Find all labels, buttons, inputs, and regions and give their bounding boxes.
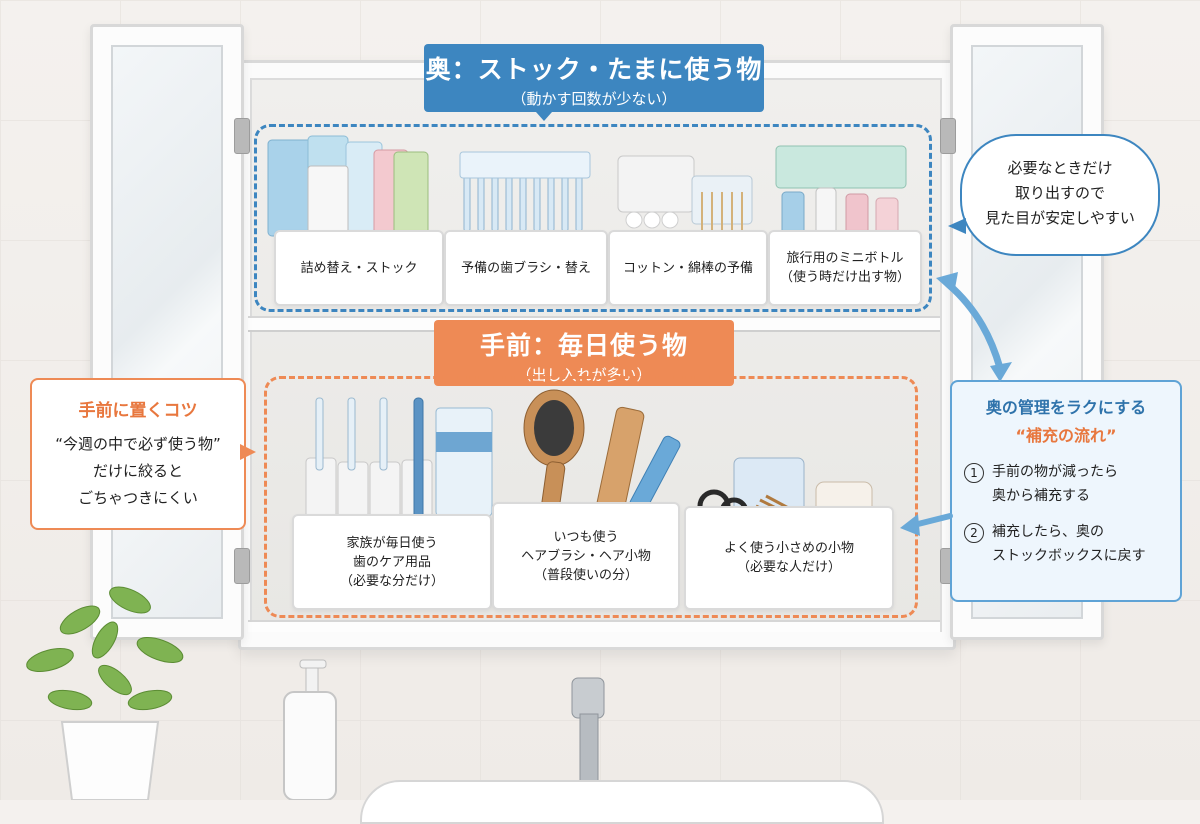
box-sublabel: （使う時だけ出す物）: [779, 270, 910, 285]
front-zone-subtitle: （出し入れが多い）: [516, 366, 652, 384]
back-items-illustration: [267, 135, 907, 237]
bubble-line2: 取り出すので: [1014, 184, 1105, 202]
sink: [360, 780, 884, 824]
step-number: 1: [964, 463, 984, 483]
faucet: [571, 677, 605, 800]
bubble-line1: 必要なときだけ: [1007, 159, 1113, 177]
box-label-line1: 家族が毎日使う: [346, 535, 438, 551]
tip-line1: “今週の中で必ず使う物”: [55, 435, 221, 453]
banner-pointer: [536, 112, 552, 121]
front-zone-outline: [264, 376, 918, 618]
box-label-line2: 歯のケア用品: [352, 554, 431, 570]
left-cabinet-door[interactable]: [90, 24, 244, 640]
tip-line2: だけに絞ると: [92, 462, 183, 480]
flow-step-1: 1 手前の物が減ったら奥から補充する: [964, 460, 1180, 508]
step-line1: 手前の物が減ったら: [992, 464, 1118, 480]
box-label-line2: ヘアブラシ・ヘア小物: [521, 548, 651, 564]
daily-box-small-items: よく使う小さめの小物 （必要な人だけ）: [684, 506, 894, 610]
box-label: 旅行用のミニボトル: [786, 251, 904, 266]
hinge-icon: [234, 548, 250, 584]
stock-box-refills: 詰め替え・ストック: [274, 230, 444, 306]
potted-plant: [26, 586, 184, 800]
box-label: 予備の歯ブラシ・替え: [461, 260, 591, 276]
hinge-icon: [234, 118, 250, 154]
flow-title: 奥の管理をラクにする: [985, 398, 1147, 417]
box-label-line3: （必要な分だけ）: [339, 573, 444, 589]
refill-flow-box: 奥の管理をラクにする “補充の流れ” 1 手前の物が減ったら奥から補充する 2 …: [950, 380, 1182, 602]
box-label-line2: （必要な人だけ）: [736, 560, 841, 575]
back-zone-subtitle: （動かす回数が少ない）: [511, 90, 677, 108]
arrow-head-icon: [900, 514, 920, 536]
back-zone-title: 奥：ストック・たまに使う物: [425, 55, 763, 84]
flow-arrows: [900, 272, 1012, 536]
daily-box-dental-care: 家族が毎日使う 歯のケア用品 （必要な分だけ）: [292, 514, 492, 610]
tip-line3: ごちゃつきにくい: [78, 489, 198, 507]
soap-dispenser: [283, 659, 337, 800]
stock-box-travel-bottles: 旅行用のミニボトル （使う時だけ出す物）: [768, 230, 922, 306]
front-items-illustration: [305, 389, 873, 518]
tip-pointer: [240, 444, 256, 460]
stock-box-toothbrushes: 予備の歯ブラシ・替え: [444, 230, 608, 306]
box-label: 詰め替え・ストック: [300, 260, 418, 276]
step-line1: 補充したら、奥の: [992, 524, 1104, 540]
flow-subtitle: “補充の流れ”: [1015, 426, 1117, 445]
step-line2: 奥から補充する: [992, 488, 1090, 504]
flow-step-2: 2 補充したら、奥のストックボックスに戻す: [964, 520, 1180, 568]
bubble-line3: 見た目が安定しやすい: [985, 209, 1135, 227]
box-label: コットン・綿棒の予備: [622, 260, 753, 276]
bubble-tail: [948, 218, 966, 234]
step-number: 2: [964, 523, 984, 543]
daily-box-hair: いつも使う ヘアブラシ・ヘア小物 （普段使いの分）: [492, 502, 680, 610]
stock-box-cotton: コットン・綿棒の予備: [608, 230, 768, 306]
front-zone-title: 手前：毎日使う物: [479, 331, 688, 360]
arrow-head-icon: [936, 272, 958, 294]
box-label-line3: （普段使いの分）: [533, 567, 638, 583]
back-zone-banner: 奥：ストック・たまに使う物 （動かす回数が少ない）: [424, 44, 764, 112]
bottom-shelf: [248, 620, 940, 632]
box-label-line1: よく使う小さめの小物: [723, 541, 854, 556]
tip-title: 手前に置くコツ: [78, 401, 198, 421]
arrow-head-icon: [990, 362, 1012, 382]
info-bubble: 必要なときだけ 取り出すので 見た目が安定しやすい: [960, 134, 1160, 256]
tip-callout: 手前に置くコツ “今週の中で必ず使う物” だけに絞ると ごちゃつきにくい: [30, 378, 246, 530]
hinge-icon: [940, 118, 956, 154]
step-line2: ストックボックスに戻す: [992, 548, 1146, 564]
back-zone-outline: [254, 124, 932, 312]
front-zone-banner: 手前：毎日使う物 （出し入れが多い）: [434, 320, 734, 386]
box-label-line1: いつも使う: [553, 529, 619, 545]
